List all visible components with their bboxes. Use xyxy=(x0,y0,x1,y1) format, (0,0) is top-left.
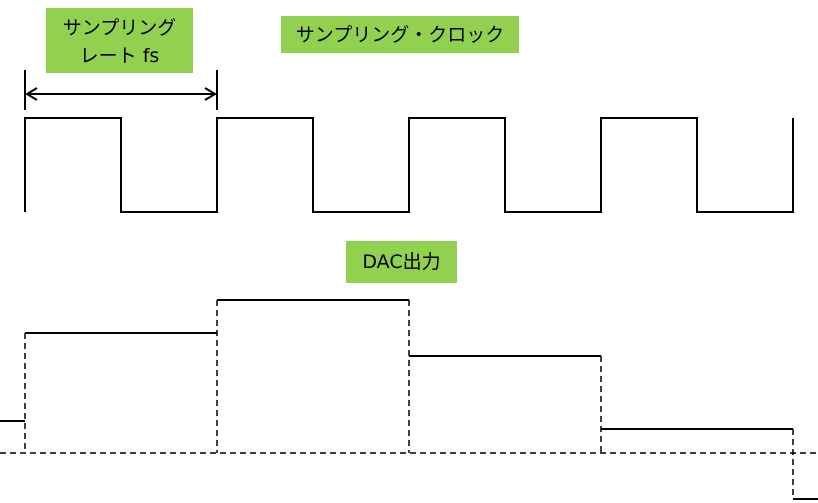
period-arrowhead-right xyxy=(204,87,217,101)
sampling-period-marker xyxy=(24,70,218,110)
dac-output-transitions xyxy=(24,300,794,499)
sampling-clock-waveform xyxy=(24,117,794,213)
sampling-rate-label: サンプリング レート fs xyxy=(46,8,193,73)
dac-output-label: DAC出力 xyxy=(346,241,457,283)
sampling-clock-label: サンプリング・クロック xyxy=(281,16,519,53)
period-arrowhead-left xyxy=(25,87,38,101)
dac-output-levels xyxy=(0,299,818,500)
